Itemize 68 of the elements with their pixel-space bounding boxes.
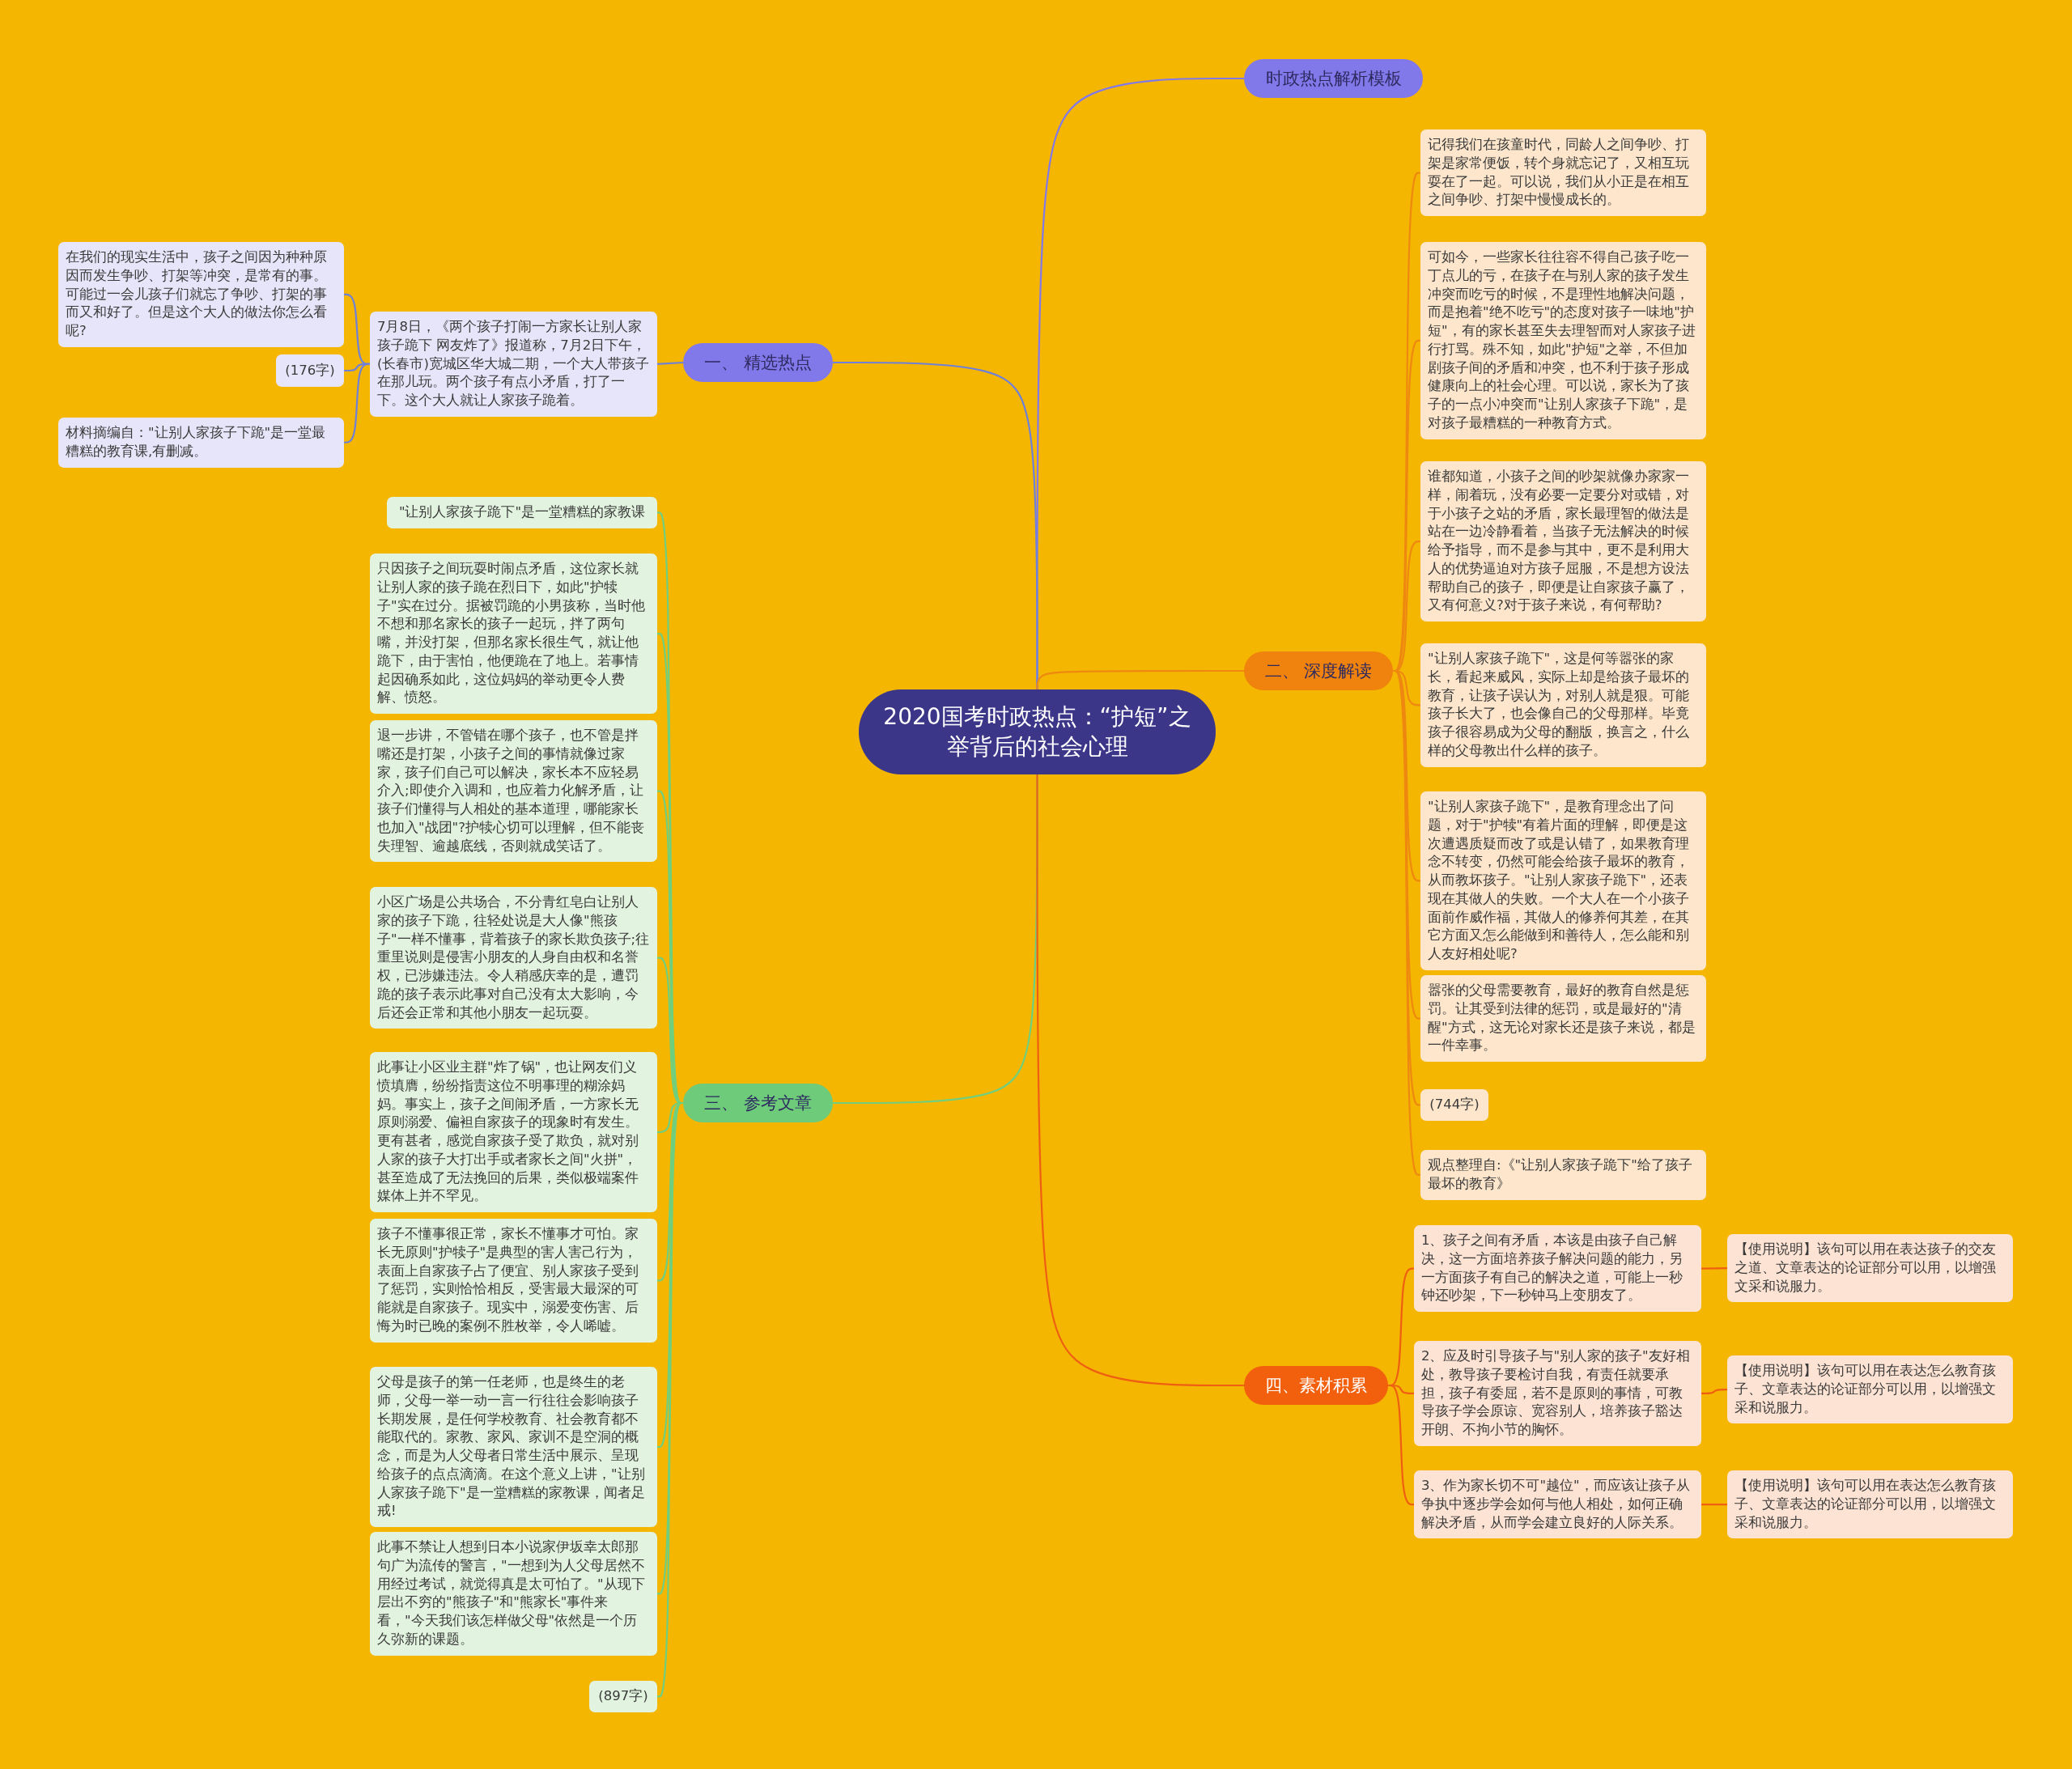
note-text: 记得我们在孩童时代，同龄人之间争吵、打架是家常便饭，转个身就忘记了，又相互玩耍在了一起。可以说，我们从小正是在相互之间争吵、打架中慢慢成长的。 <box>1428 136 1690 210</box>
note-text: 可如今，一些家长往往容不得自己孩子吃一丁点儿的亏，在孩子在与别人家的孩子发生冲突而吃亏的时候，不是理性地解决问题，而是抱着"绝不吃亏"的态度对孩子一味地"护短"，有的家长甚至失去理智而对人家孩子进行打骂。殊不知，如此"护短"之举，不但加剧孩子间的矛盾和冲突，也不利于孩子形成健康向上的社会心理。可以说，家长为了孩子的一点小冲突而"让别人家孩子下跪"，是对孩子最糟糕的一种教育方式。 <box>1428 248 1696 432</box>
note-card <box>1420 1150 1706 1200</box>
branch-topic-card <box>1244 59 1423 98</box>
connector-line <box>344 363 370 443</box>
connector-line <box>1036 669 1244 689</box>
note-text: 此事让小区业主群"炸了锅"，也让网友们义愤填膺，纷纷指责这位不明事理的糊涂妈妈。事实上，孩子之间闹矛盾，一方家长无原则溺爱、偏袒自家孩子的现象时有发生。更有甚者，感觉自家孩子受了欺负，就对别人家的孩子大打出手或者家长之间"火拼"，甚至造成了无法挽回的后果，类似极端案件媒体上并不罕见。 <box>377 1058 639 1206</box>
note-text: 【使用说明】该句可以用在表达怎么教育孩子、文章表达的论证部分可以用，以增强文采和说服力。 <box>1734 1362 1997 1417</box>
note-card <box>1420 129 1706 217</box>
connector-line <box>1388 1384 1414 1506</box>
note-text: "让别人家孩子跪下"是一堂糟糕的家教课 <box>398 503 646 521</box>
note-text: 小区广场是公共场合，不分青红皂白让别人家的孩子下跪，往轻处说是大人像"熊孩子"一样不懂事，背着孩子的家长欺负孩子;往重里说则是侵害小朋友的人身自由权和名誉权，已涉嫌违法。令人稍感庆幸的是，遭罚跪的孩子表示此事对自己没有太大影响，今后还会正常和其他小朋友一起玩耍。 <box>377 893 650 1022</box>
note-card <box>370 312 657 417</box>
connector-line <box>1701 1267 1727 1270</box>
note-card <box>1727 1470 2013 1539</box>
note-text: 退一步讲，不管错在哪个孩子，也不管是拌嘴还是打架，小孩子之间的事情就像过家家，孩子们自己可以解决，家长本不应轻易介入;即使介入调和，也应着力化解矛盾，让孩子们懂得与人相处的基本道理，哪能家长也加入"战团"?护犊心切可以理解，但不能丧失理智、逾越底线，否则就成笑话了。 <box>377 727 645 855</box>
note-card <box>387 497 657 528</box>
connector-line <box>1701 1504 1727 1506</box>
note-text: "让别人家孩子跪下"，这是何等嚣张的家长，看起来威风，实际上却是给孩子最坏的教育，让孩子误认为，对别人就是狠。可能孩子长大了，也会像自己的父母那样。毕竟孩子很容易成为父母的翻版，换言之，什么样的父母教出什么样的孩子。 <box>1428 650 1690 760</box>
note-card <box>1420 1089 1488 1121</box>
note-card <box>58 242 344 347</box>
note-text: 观点整理自:《"让别人家孩子跪下"给了孩子最坏的教育》 <box>1428 1156 1693 1193</box>
note-text: 父母是孩子的第一任老师，也是终生的老师，父母一举一动一言一行往往会影响孩子长期发展，是任何学校教育、社会教育都不能取代的。家教、家风、家训不是空洞的概念，而是为人父母者日常生活中展示、呈现给孩子的点点滴滴。在这个意义上讲，"让别人家孩子跪下"是一堂糟糕的家教课，闻者足戒! <box>377 1373 646 1521</box>
note-card <box>370 720 657 863</box>
branch-topic-card <box>683 1084 833 1122</box>
note-text: 2、应及时引导孩子与"别人家的孩子"友好相处，教导孩子要检讨自我，有责任就要承担，孩子有委屈，若不是原则的事情，可教导孩子学会原谅、宽容别人，培养孩子豁达开朗、不拘小节的胸怀。 <box>1421 1347 1691 1440</box>
connector-line <box>1036 774 1244 1387</box>
branch-topic-text: 四、素材积累 <box>1265 1375 1367 1397</box>
note-text: 3、作为家长切不可"越位"，而应该让孩子从争执中逐步学会如何与他人相处，如何正确解决矛盾，从而学会建立良好的人际关系。 <box>1421 1477 1691 1532</box>
note-card <box>1414 1341 1701 1446</box>
note-text: 嚣张的父母需要教育，最好的教育自然是惩罚。让其受到法律的惩罚，或是最好的"清醒"方式，这无论对家长还是孩子来说，都是一件幸事。 <box>1428 982 1696 1055</box>
branch-topic-card <box>683 343 833 382</box>
note-text: 孩子不懂事很正常，家长不懂事才可怕。家长无原则"护犊子"是典型的害人害己行为，表面上自家孩子占了便宜、别人家孩子受到了惩罚，实则恰恰相反，受害最大最深的可能就是自家孩子。现实中，溺爱变伤害、后悔为时已晚的案例不胜枚举，令人唏嘘。 <box>377 1225 639 1335</box>
branch-topic-text: 二、 深度解读 <box>1264 660 1373 682</box>
note-card <box>370 1219 657 1343</box>
branch-topic-text: 三、 参考文章 <box>704 1092 812 1114</box>
branch-topic-text: 一、 精选热点 <box>704 352 812 374</box>
note-text: (744字) <box>1429 1096 1480 1114</box>
central-topic-text: 2020国考时政热点：“护短”之举背后的社会心理 <box>882 702 1192 761</box>
connector-line <box>1701 1389 1727 1394</box>
branch-topic-card <box>1244 651 1393 690</box>
note-text: 7月8日，《两个孩子打闹一方家长让别人家孩子跪下 网友炸了》报道称，7月2日下午，(长春市)宽城区华大城二期，一个大人带孩子在那儿玩。两个孩子有点小矛盾，打了一下。这个大人就让人家孩子跪着。 <box>377 318 650 410</box>
note-card <box>276 354 344 387</box>
note-text: 【使用说明】该句可以用在表达怎么教育孩子、文章表达的论证部分可以用，以增强文采和说服力。 <box>1734 1477 1997 1532</box>
note-card <box>1420 975 1706 1063</box>
note-text: "让别人家孩子跪下"，是教育理念出了问题，对于"护犊"有着片面的理解，即便是这次遭遇质疑而改了或是认错了，如果教育理念不转变，仍然可能会给孩子最坏的教育，从而教坏孩子。"让别人家孩子跪下"，还表现在其做人的失败。一个大人在一个小孩子面前作威作福，其做人的修养何其差，在其它方面又怎么能做到和善待人，怎么能和别人友好相处呢? <box>1428 798 1690 964</box>
branch-topic-card <box>1244 1366 1388 1405</box>
note-card <box>1727 1234 2013 1303</box>
note-card <box>1420 643 1706 767</box>
note-text: 此事不禁让人想到日本小说家伊坂幸太郎那句广为流传的警言，"一想到为人父母居然不用经过考试，就觉得真是太可怕了。"从现下层出不穷的"熊孩子"和"熊家长"事件来看，"今天我们该怎样做父母"依然是一个历久弥新的课题。 <box>377 1538 646 1648</box>
note-text: (897字) <box>598 1687 648 1705</box>
note-text: 【使用说明】该句可以用在表达孩子的交友之道、文章表达的论证部分可以用，以增强文采和说服力。 <box>1734 1241 1997 1296</box>
note-text: 1、孩子之间有矛盾，本该是由孩子自己解决，这一方面培养孩子解决问题的能力，另一方面孩子有自己的解决之道，可能上一秒钟还吵架，下一秒钟马上变朋友了。 <box>1421 1232 1684 1305</box>
note-card <box>370 1532 657 1656</box>
note-card <box>58 418 344 468</box>
note-card <box>1420 461 1706 622</box>
note-card <box>589 1681 657 1712</box>
note-text: 只因孩子之间玩耍时闹点矛盾，这位家长就让别人家的孩子跪在烈日下，如此"护犊子"实在过分。据被罚跪的小男孩称，当时他不想和那名家长的孩子一起玩，拌了两句嘴，并没打架，但那名家长很生气，就让他跪下，由于害怕，他便跪在了地上。若事情起因确系如此，这位妈妈的举动更令人费解、愤怒。 <box>377 560 646 707</box>
note-text: 材料摘编自："让别人家孩子下跪"是一堂最糟糕的教育课,有删减。 <box>66 424 327 460</box>
note-text: (176字) <box>285 361 335 380</box>
branch-topic-text: 时政热点解析模板 <box>1265 68 1402 90</box>
note-card <box>370 1052 657 1213</box>
note-text: 谁都知道，小孩子之间的吵架就像办家家一样，闹着玩，没有必要一定要分对或错，对于小孩子之站的矛盾，家长最理智的做法是站在一边冷静看着，当孩子无法解决的时候给予指导，而不是参与其中，更不是利用大人的优势逼迫对方孩子屈服，不是想方设法帮助自己的孩子，即便是让自家孩子赢了，又有何意义?对于孩子来说，有何帮助? <box>1428 468 1690 615</box>
connector-line <box>656 361 684 365</box>
note-text: 在我们的现实生活中，孩子之间因为种种原因而发生争吵、打架等冲突，是常有的事。可能过一会儿孩子们就忘了争吵、打架的事而又和好了。但是这个大人的做法你怎么看呢? <box>66 248 328 341</box>
note-card <box>1414 1225 1701 1313</box>
note-card <box>1414 1470 1701 1539</box>
note-card <box>1727 1355 2013 1424</box>
